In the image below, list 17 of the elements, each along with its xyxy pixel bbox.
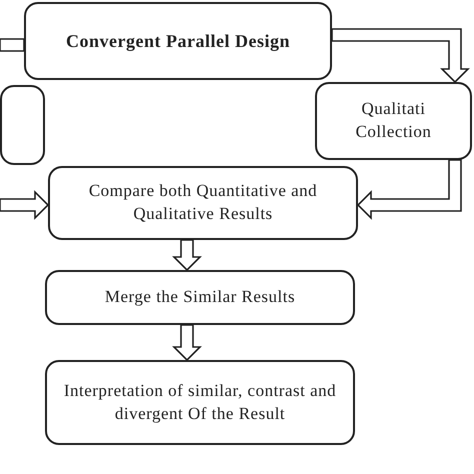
block-arrow — [356, 159, 462, 220]
process-box — [24, 2, 332, 80]
block-arrow — [331, 28, 470, 84]
box-text: Compare both Quantitative and Qualitative Results — [88, 180, 318, 225]
block-arrow — [172, 239, 202, 272]
box-text: Merge the Similar Results — [104, 286, 296, 308]
box-text: Interpretation of similar, contrast and divergent Of the Result — [62, 380, 338, 425]
process-box — [48, 166, 358, 240]
connector — [0, 38, 25, 52]
title-text: Convergent Parallel Design — [66, 30, 290, 53]
process-box — [45, 360, 355, 445]
process-box — [45, 270, 355, 325]
box-text: Qualitati Collection — [354, 98, 432, 143]
block-arrow — [0, 190, 50, 220]
block-arrow — [172, 324, 202, 362]
empty-box — [0, 85, 45, 165]
process-box — [315, 82, 472, 160]
